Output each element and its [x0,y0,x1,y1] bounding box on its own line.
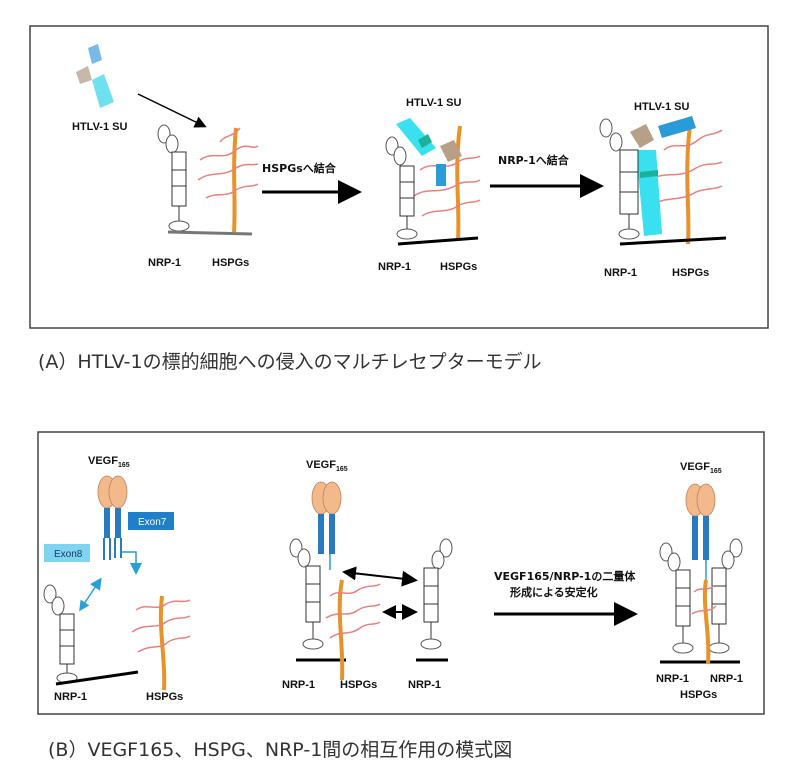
receptor-group-a3 [599,116,727,246]
receptor-group-a2 [385,118,481,246]
nrp1-label-b2: NRP-1 [282,679,315,691]
nrp1-b1 [43,584,139,686]
hspgs-label-b3: HSPGs [680,689,717,701]
vegf165-bound [311,481,342,570]
step-b-label-line2: 形成による安定化 [510,585,598,599]
nrp1-b2 [289,538,346,662]
nrp1-label-b1: NRP-1 [54,691,87,703]
nrp1-label-b3: NRP-1 [408,679,441,691]
hspg-b2 [325,579,381,681]
htlv1-su-free [76,44,114,108]
ligand-label-3: HTLV-1 SU [634,101,689,113]
vegf-label-1: VEGF165 [88,455,130,469]
exon8-binding-arrow [79,577,102,612]
hspg-b1 [131,595,191,691]
hspgs-label-b1: HSPGs [146,691,183,703]
nrp1-label-b5: NRP-1 [710,673,743,685]
approach-arrow [137,93,207,128]
step2-label: NRP-1へ結合 [498,153,570,167]
nrp1-dimer [659,538,743,664]
hspgs-label-a3: HSPGs [672,267,709,279]
vegf-label-2: VEGF165 [306,459,348,473]
nrp1-b3 [416,538,453,662]
hspgs-label-a2: HSPGs [440,261,477,273]
hspg-dimer [691,579,717,665]
nrp1-label-a2: NRP-1 [378,261,411,273]
exon7-box [128,512,174,530]
vegf165-dimer [685,483,716,580]
receptor-group-a1 [157,124,259,236]
nrp1-label-b4: NRP-1 [656,673,689,685]
vegf165-free [97,475,142,575]
panel-b-frame [37,431,765,715]
hspgs-label-b2: HSPGs [340,679,377,691]
nrp1-label-a3: NRP-1 [604,267,637,279]
step1-label: HSPGsへ結合 [262,161,337,175]
vegf-nrp1-arrow [342,566,418,587]
nrp1-label-a1: NRP-1 [148,257,181,269]
exon8-box [44,544,90,562]
panel-a-caption: (A）HTLV-1の標的細胞への侵入のマルチレセプターモデル [38,351,542,373]
ligand-label-2: HTLV-1 SU [406,97,461,109]
exon7-label: Exon7 [138,517,167,528]
exon8-label: Exon8 [54,549,83,560]
ligand-label-1: HTLV-1 SU [72,121,127,133]
vegf-label-3: VEGF165 [680,461,722,475]
step-b-label-line1: VEGF165/NRP-1の二量体 [494,569,636,583]
hspgs-label-a1: HSPGs [212,257,249,269]
panel-b-caption: (B）VEGF165、HSPG、NRP-1間の相互作用の模式図 [48,739,512,761]
